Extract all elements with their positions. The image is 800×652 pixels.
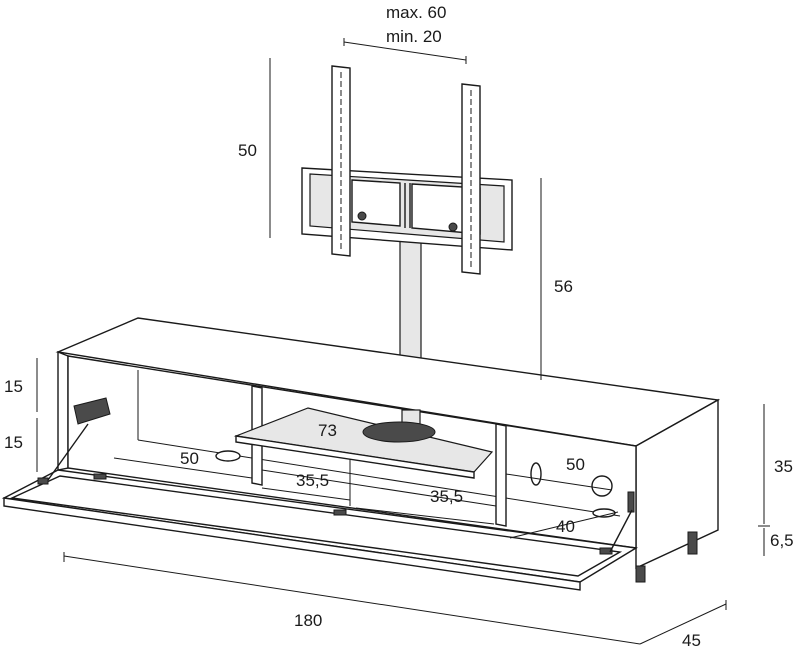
ir-sensor <box>73 397 111 425</box>
mount-column <box>399 227 422 369</box>
column-foot-plate <box>362 421 436 443</box>
tv-mount <box>301 65 513 374</box>
flap-stay-left <box>47 423 89 481</box>
dimension-lines <box>36 38 770 645</box>
label-right-bay: 50 <box>566 455 585 474</box>
cable-hole-side <box>530 462 542 486</box>
label-cabinet-height: 35 <box>774 457 793 476</box>
label-foot-height: 6,5 <box>770 531 794 550</box>
frame-knob-left <box>357 211 367 221</box>
foot-rear <box>687 531 698 555</box>
label-bracket-height: 50 <box>238 141 257 160</box>
bracket-right <box>461 83 481 275</box>
label-center-left: 35,5 <box>296 471 329 490</box>
divider-right <box>495 423 507 527</box>
bracket-left <box>331 65 351 257</box>
label-right-floor: 40 <box>556 517 575 536</box>
flap-stay-right <box>609 509 633 553</box>
label-shelf-width: 73 <box>318 421 337 440</box>
cable-hole-back <box>591 475 613 497</box>
foot-front <box>635 565 646 583</box>
label-vesa-min: min. 20 <box>386 27 442 46</box>
cabinet <box>1 317 721 591</box>
label-center-right: 35,5 <box>430 487 463 506</box>
label-left-lower: 15 <box>4 433 23 452</box>
label-left-upper: 15 <box>4 377 23 396</box>
frame-knob-right <box>448 222 458 232</box>
label-depth: 45 <box>682 631 701 650</box>
label-vesa-max: max. 60 <box>386 3 446 22</box>
label-total-width: 180 <box>294 611 322 630</box>
label-mount-height: 56 <box>554 277 573 296</box>
label-left-bay: 50 <box>180 449 199 468</box>
cable-hole <box>215 450 241 462</box>
